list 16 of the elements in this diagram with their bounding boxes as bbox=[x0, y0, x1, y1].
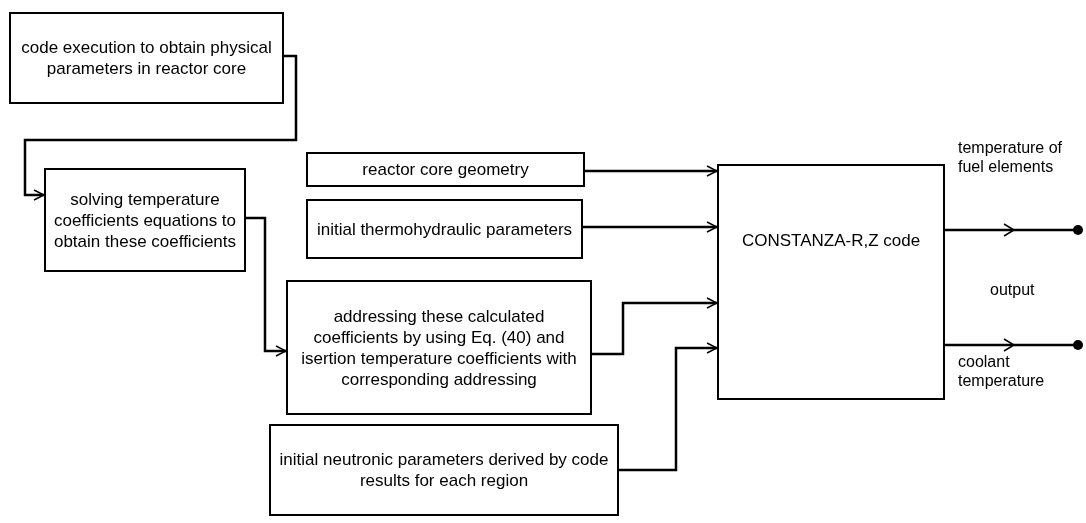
process-box: solving temperature coefficients equations to obtain these coefficients bbox=[44, 168, 246, 272]
arrow bbox=[619, 342, 718, 472]
arrow bbox=[246, 216, 287, 357]
arrow bbox=[592, 297, 718, 356]
arrow bbox=[583, 221, 718, 233]
arrow bbox=[23, 54, 298, 201]
arrow bbox=[945, 223, 1084, 237]
arrow bbox=[585, 165, 718, 177]
process-box: reactor core geometry bbox=[306, 152, 585, 187]
process-box: CONSTANZA-R,Z code bbox=[717, 164, 945, 400]
process-box: code execution to obtain physical parameters in reactor core bbox=[9, 12, 284, 104]
process-box: initial thermohydraulic parameters bbox=[306, 199, 583, 259]
output-label: output bbox=[990, 280, 1035, 300]
arrow bbox=[945, 338, 1084, 352]
process-box: initial neutronic parameters derived by code results for each region bbox=[269, 424, 619, 516]
process-box: addressing these calculated coefficients by using Eq. (40) and isertion temperature coefficients with corresponding addressing bbox=[286, 280, 592, 415]
